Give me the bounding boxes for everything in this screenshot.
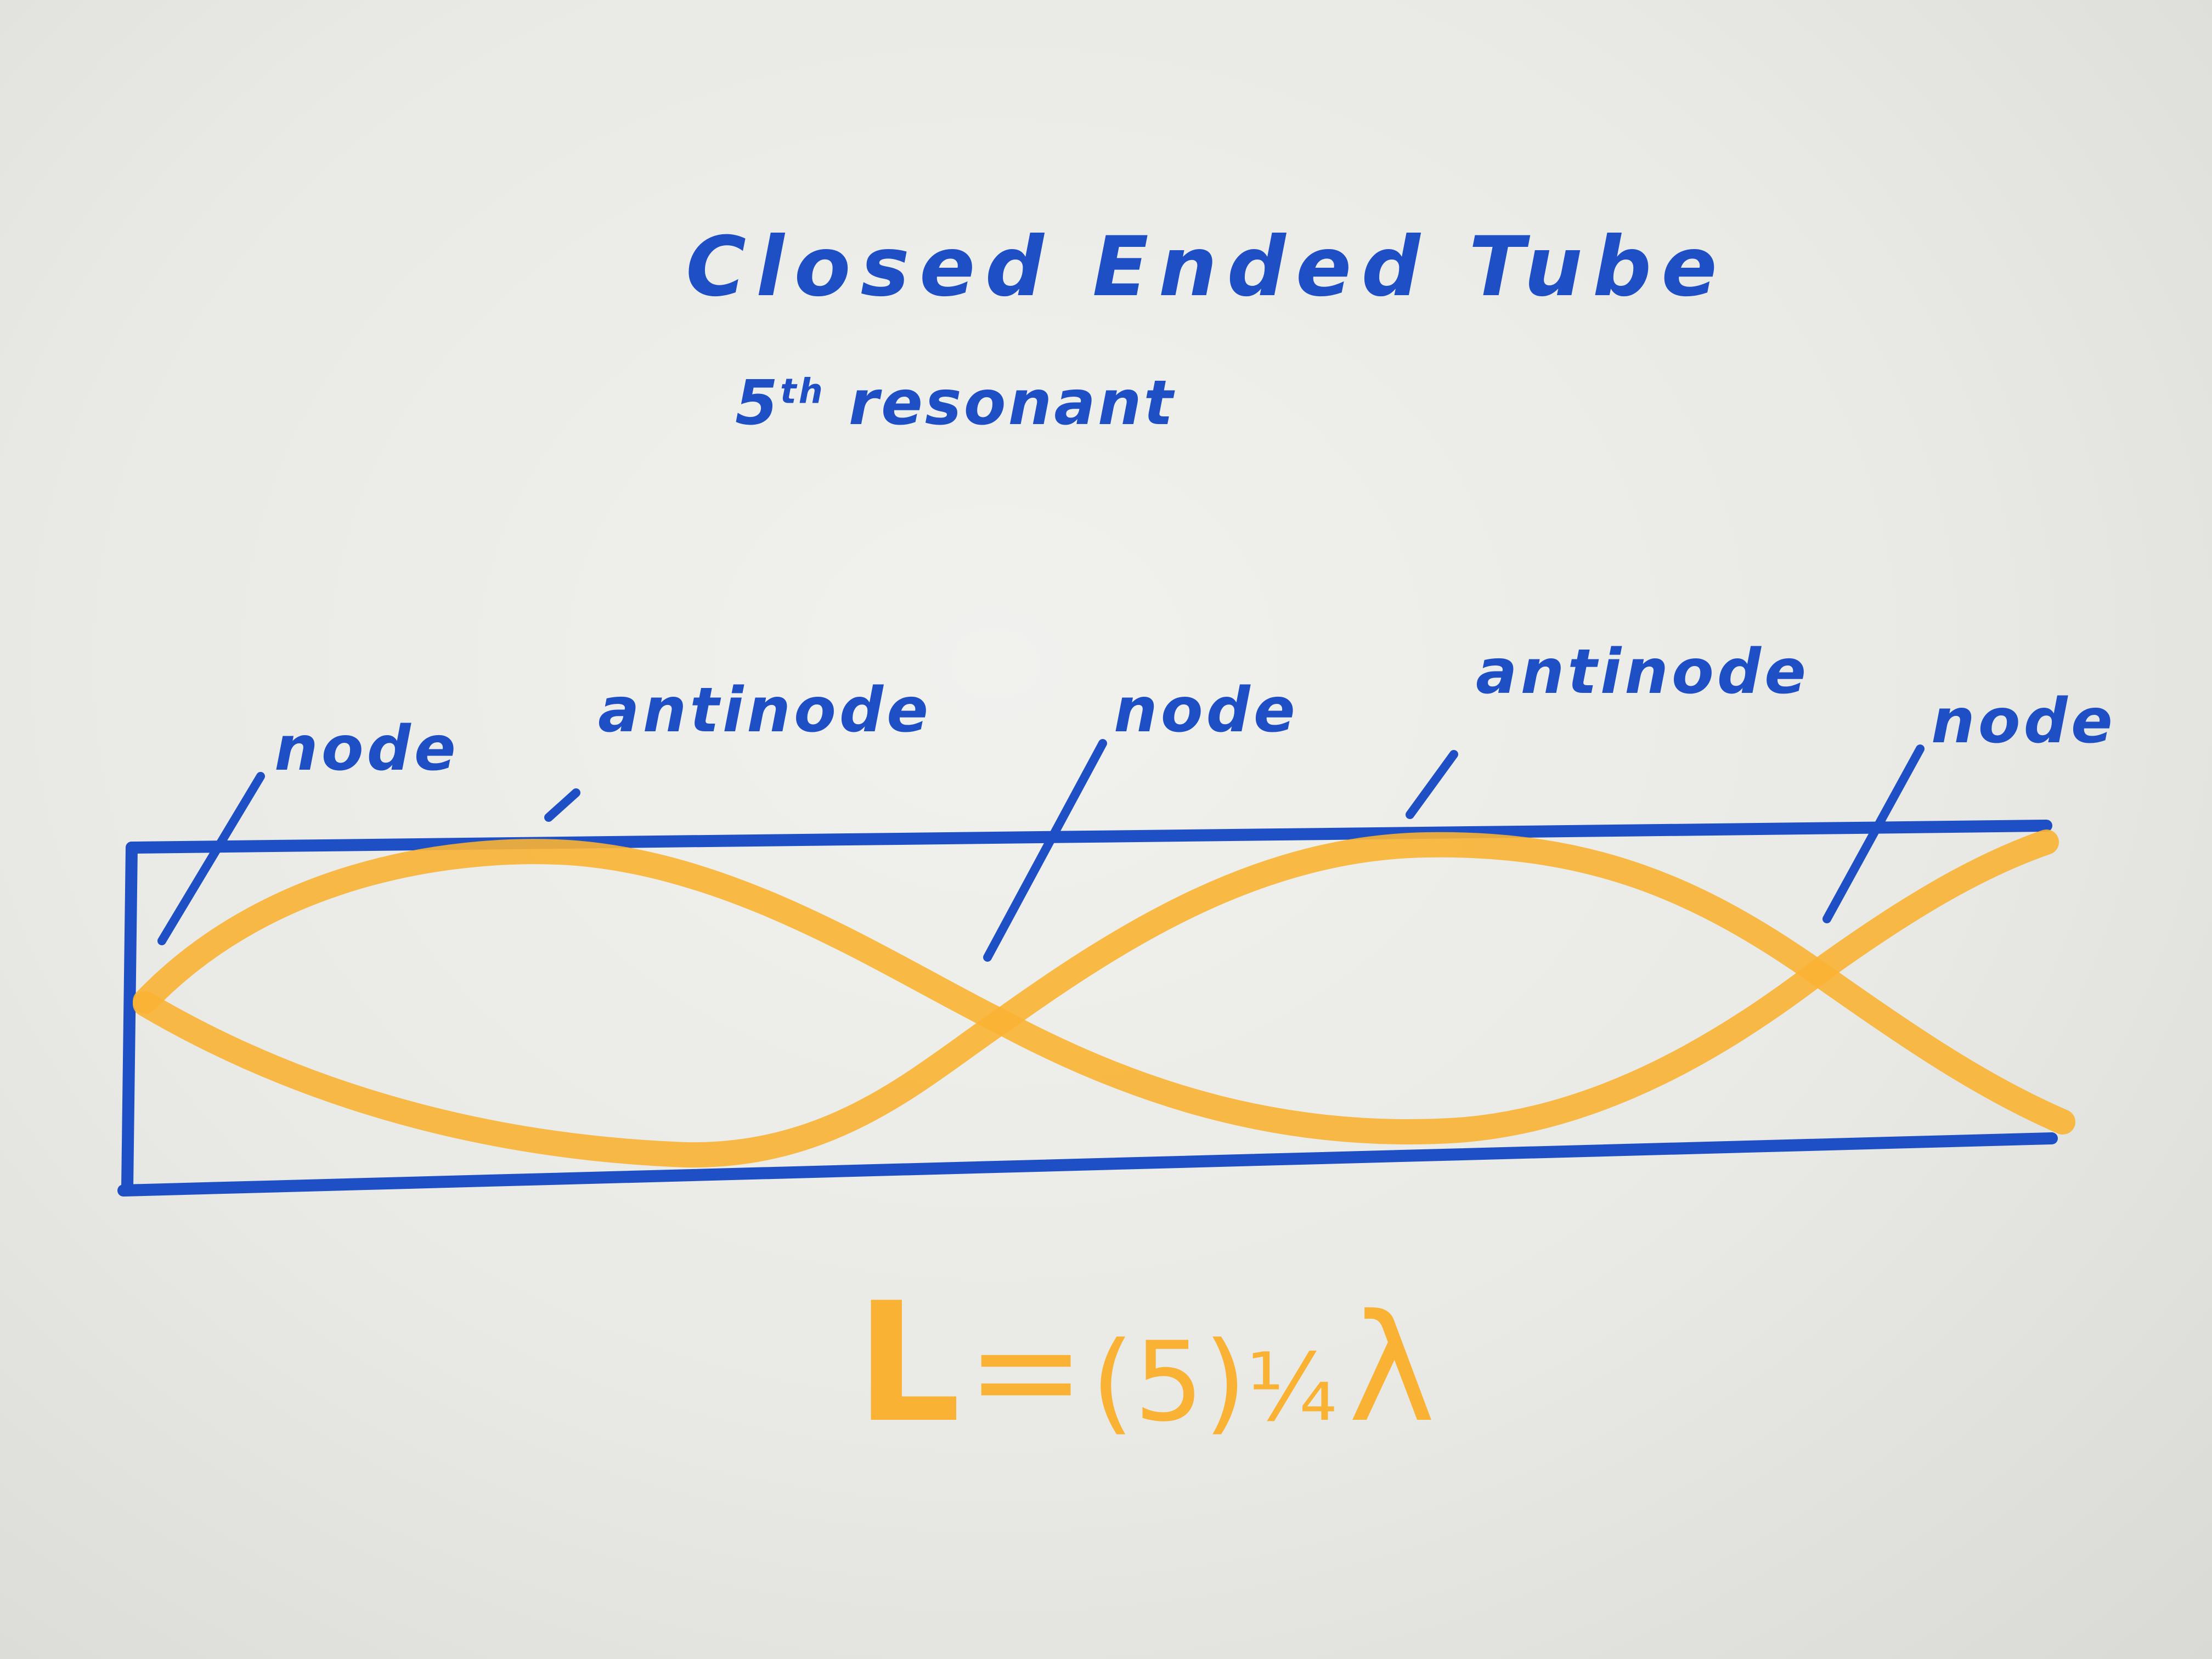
formula-lhs: L	[856, 1267, 961, 1459]
tube-outline	[117, 820, 2058, 1197]
wave-curve-lower	[133, 832, 2075, 1168]
tube-bottom-wall	[117, 1132, 2058, 1197]
length-formula: L = (5) ¼ λ	[856, 1267, 1436, 1459]
pointer-antinode-2	[1406, 750, 1458, 819]
formula-equals: =	[966, 1288, 1086, 1454]
formula-harmonic: (5)	[1091, 1318, 1247, 1446]
formula-lambda: λ	[1348, 1282, 1436, 1455]
label-pointers	[157, 739, 1925, 962]
pointer-node-3	[1822, 744, 1925, 923]
diagram-subtitle: 5th resonant	[735, 368, 1175, 439]
diagram-title: Closed Ended Tube	[686, 219, 1727, 315]
label-node-3: node	[1931, 686, 2116, 757]
pointer-antinode-1	[544, 788, 580, 822]
pointer-node-1	[157, 772, 265, 945]
tube-top-wall	[126, 820, 2052, 854]
pointer-node-2	[983, 739, 1107, 962]
tube-closed-end	[121, 842, 138, 1194]
label-node-1: node	[274, 713, 459, 785]
label-antinode-1: antinode	[598, 675, 932, 746]
label-antinode-2: antinode	[1476, 636, 1810, 708]
formula-fraction: ¼	[1246, 1334, 1338, 1442]
subtitle-ordinal: 5	[735, 368, 780, 439]
subtitle-text: resonant	[848, 368, 1176, 439]
label-node-2: node	[1114, 675, 1299, 746]
wave-curve-upper	[133, 830, 2059, 1145]
subtitle-ordinal-suffix: th	[780, 371, 825, 411]
standing-wave	[133, 830, 2075, 1168]
